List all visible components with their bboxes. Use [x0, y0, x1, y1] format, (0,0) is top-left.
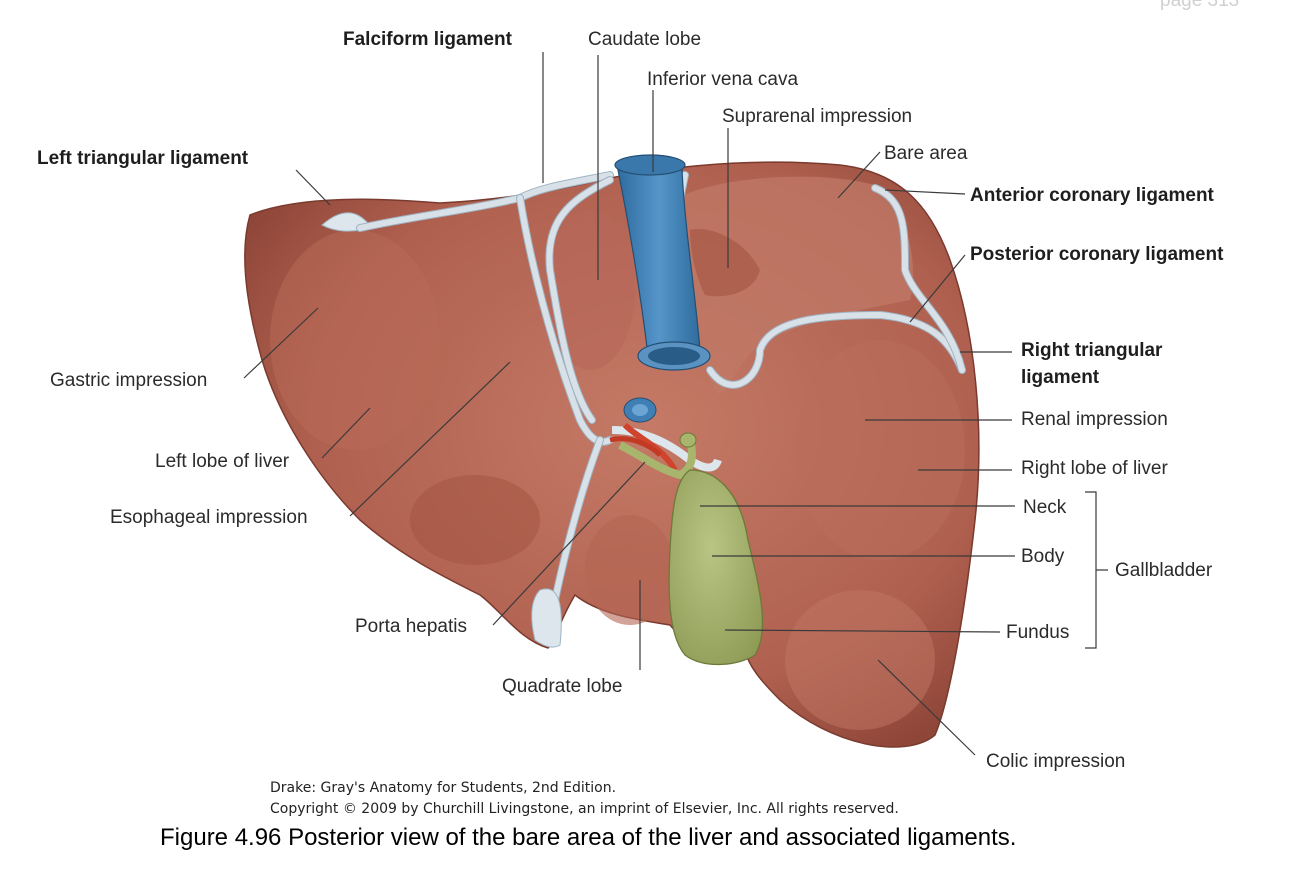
label-quadrate-lobe: Quadrate lobe: [502, 676, 622, 697]
label-falciform-ligament: Falciform ligament: [343, 29, 513, 50]
leader-gastric: [243, 307, 319, 379]
quadrate-lobe-area: [585, 515, 675, 625]
falciform-ligament-line: [357, 172, 613, 231]
label-left-triangular-ligament: Left triangular ligament: [37, 148, 249, 169]
colic-impression-area: [785, 590, 935, 730]
gastric-impression-area: [270, 230, 440, 450]
label-renal-impression: Renal impression: [1021, 409, 1168, 430]
leader-esophageal: [349, 361, 511, 517]
label-anterior-coronary-ligament: Anterior coronary ligament: [970, 185, 1215, 206]
figure-caption: Figure 4.96 Posterior view of the bare a…: [160, 824, 1016, 851]
gallbladder: [668, 469, 764, 666]
liver: [244, 161, 980, 748]
suprarenal-impression-area: [690, 229, 760, 297]
leader-anterior-coronary: [884, 189, 966, 195]
leader-fundus: [724, 629, 1001, 633]
gallbladder-bracket: [1085, 491, 1108, 649]
ligamentum-venosum-line: [546, 177, 613, 423]
label-gastric-impression: Gastric impression: [50, 370, 207, 391]
bare-area-region: [672, 176, 914, 395]
renal-impression-area: [795, 340, 965, 560]
leader-left-triangular: [295, 169, 331, 206]
label-inferior-vena-cava: Inferior vena cava: [647, 69, 798, 90]
label-gallbladder: Gallbladder: [1115, 560, 1213, 581]
esophageal-impression-area: [410, 475, 540, 565]
label-suprarenal-impression: Suprarenal impression: [722, 106, 912, 127]
posterior-coronary-ligament-line: [707, 311, 965, 388]
label-caudate-lobe: Caudate lobe: [588, 29, 701, 50]
label-fundus: Fundus: [1006, 622, 1069, 643]
label-left-lobe-of-liver: Left lobe of liver: [155, 451, 290, 472]
label-right-triangular-line1: Right triangular: [1021, 340, 1163, 361]
round-ligament: [531, 588, 562, 648]
label-bare-area: Bare area: [884, 143, 968, 164]
leader-porta: [492, 461, 646, 626]
page-corner-text: page 313: [1160, 0, 1239, 11]
label-neck: Neck: [1023, 497, 1067, 518]
porta-hepatis-vessels: [609, 397, 722, 480]
label-body: Body: [1021, 546, 1065, 567]
label-right-triangular-line2: ligament: [1021, 367, 1100, 388]
label-porta-hepatis: Porta hepatis: [355, 616, 467, 637]
credit-line-2: Copyright © 2009 by Churchill Livingston…: [270, 801, 899, 817]
caudate-lobe-area: [545, 210, 635, 370]
leader-left-lobe: [321, 407, 371, 459]
credit-line-1: Drake: Gray's Anatomy for Students, 2nd …: [270, 780, 616, 796]
labels: Falciform ligament Caudate lobe Inferior…: [37, 29, 1224, 772]
label-posterior-coronary-ligament: Posterior coronary ligament: [970, 244, 1224, 265]
label-right-lobe-of-liver: Right lobe of liver: [1021, 458, 1168, 479]
leader-bare-area: [837, 151, 881, 199]
leader-colic: [877, 659, 976, 756]
inferior-vena-cava: [614, 154, 711, 371]
leader-lines: [243, 52, 1108, 756]
label-colic-impression: Colic impression: [986, 751, 1125, 772]
leader-posterior-coronary: [909, 254, 966, 323]
label-esophageal-impression: Esophageal impression: [110, 507, 308, 528]
anterior-coronary-ligament-line: [872, 185, 965, 373]
